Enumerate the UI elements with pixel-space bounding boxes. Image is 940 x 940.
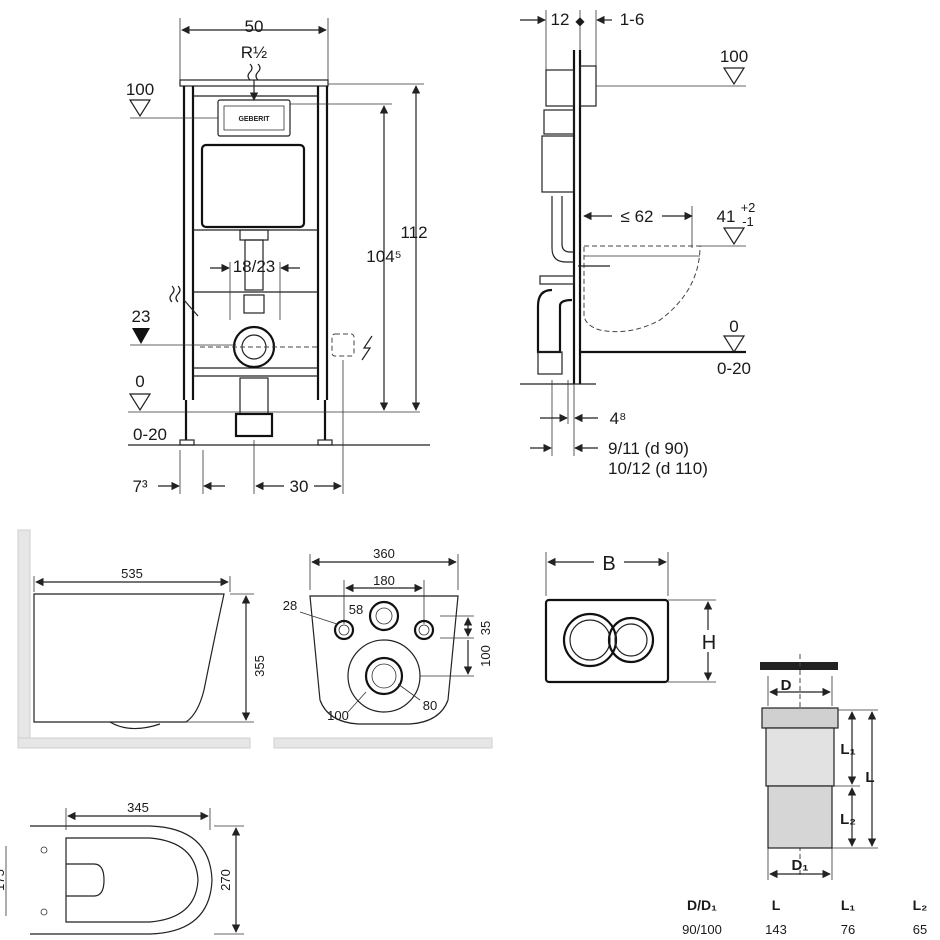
connector-d-label: D xyxy=(781,677,792,694)
brand-logo: GEBERIT xyxy=(238,116,270,123)
level-100-label: 100 xyxy=(126,80,154,99)
bowl-height-tol-minus: -1 xyxy=(742,214,754,229)
center-offset-label: 30 xyxy=(290,477,309,496)
connector-l2-label: L₂ xyxy=(840,811,856,828)
plate-width-label: B xyxy=(602,553,615,575)
inlet-diameter-label: 58 xyxy=(349,602,363,617)
connector-l-label: L xyxy=(865,769,874,786)
side-dim-12-label: 12 xyxy=(551,10,570,29)
water-inlet-label: R½ xyxy=(241,43,267,62)
total-height-label: 112 xyxy=(400,223,427,242)
side-level-100-label: 100 xyxy=(720,47,748,66)
flush-plate: B H xyxy=(544,550,720,684)
pipe-d90-label: 9/11 (d 90) xyxy=(608,439,689,458)
level-0-label: 0 xyxy=(135,372,144,391)
water-supply-icon xyxy=(169,285,199,317)
outlet-diameter-label: 100 xyxy=(327,708,349,723)
spec-header-l: L xyxy=(772,897,781,913)
frame-width-label: 50 xyxy=(245,17,264,36)
bowl-height-tol-plus: +2 xyxy=(741,200,756,215)
spec-header-l1: L₁ xyxy=(841,897,856,913)
left-offset-label: 7³ xyxy=(132,477,147,496)
back-span-label: 180 xyxy=(373,573,395,588)
svg-text:◆: ◆ xyxy=(575,14,585,28)
top-width-label: 270 xyxy=(218,869,233,891)
back-width-label: 360 xyxy=(373,546,395,561)
connector-pipe: D L₁ L₂ L D₁ xyxy=(760,654,878,880)
top-length-label: 345 xyxy=(127,800,149,815)
frame-front-view: 50 R½ GEBERIT 18/23 xyxy=(126,17,430,496)
top-left-label: 175 xyxy=(0,869,7,891)
spec-cell-l: 143 xyxy=(765,922,787,937)
back-vert-100-label: 100 xyxy=(478,645,493,667)
bowl-side-view: 535 355 xyxy=(17,529,267,749)
side-dim-1-6-label: 1-6 xyxy=(620,10,645,29)
back-vert-35-label: 35 xyxy=(478,621,493,635)
floor-range-label: 0-20 xyxy=(133,425,167,444)
side-floor-range-label: 0-20 xyxy=(717,359,751,378)
pipe-d110-label: 10/12 (d 110) xyxy=(608,459,708,478)
side-dim-4-8-label: 4⁸ xyxy=(610,409,627,428)
spec-header-l2: L₂ xyxy=(913,897,928,913)
electric-icon xyxy=(361,335,373,361)
spec-cell-l2: 65 xyxy=(913,922,927,937)
spec-table: D/D₁ L L₁ L₂ 90/100 143 76 65 xyxy=(682,897,927,937)
connector-d1-label: D₁ xyxy=(791,857,808,874)
spec-cell-l1: 76 xyxy=(841,922,855,937)
bowl-height-label: 41 xyxy=(717,207,736,226)
bowl-top-view: 345 175 270 xyxy=(0,800,244,935)
bowl-back-view: 360 180 28 58 35 100 100 80 xyxy=(273,546,493,749)
spec-header-d: D/D₁ xyxy=(687,897,717,913)
bolt-diameter-label: 28 xyxy=(283,598,297,613)
inner-height-label: 104⁵ xyxy=(366,247,401,266)
connector-l1-label: L₁ xyxy=(840,741,855,758)
projection-label: ≤ 62 xyxy=(621,207,654,226)
bowl-height-mm-label: 355 xyxy=(252,655,267,677)
bolt-spacing-label: 18/23 xyxy=(233,257,276,276)
level-23-label: 23 xyxy=(132,307,151,326)
water-inlet-symbol xyxy=(247,63,261,81)
spec-cell-d: 90/100 xyxy=(682,922,722,937)
plate-height-label: H xyxy=(702,632,716,654)
frame-side-view: 12 ◆ 1-6 100 ≤ 62 41 +2 -1 xyxy=(520,10,755,478)
side-level-0-label: 0 xyxy=(729,317,738,336)
bowl-length-label: 535 xyxy=(121,566,143,581)
outlet-inner-label: 80 xyxy=(423,698,437,713)
